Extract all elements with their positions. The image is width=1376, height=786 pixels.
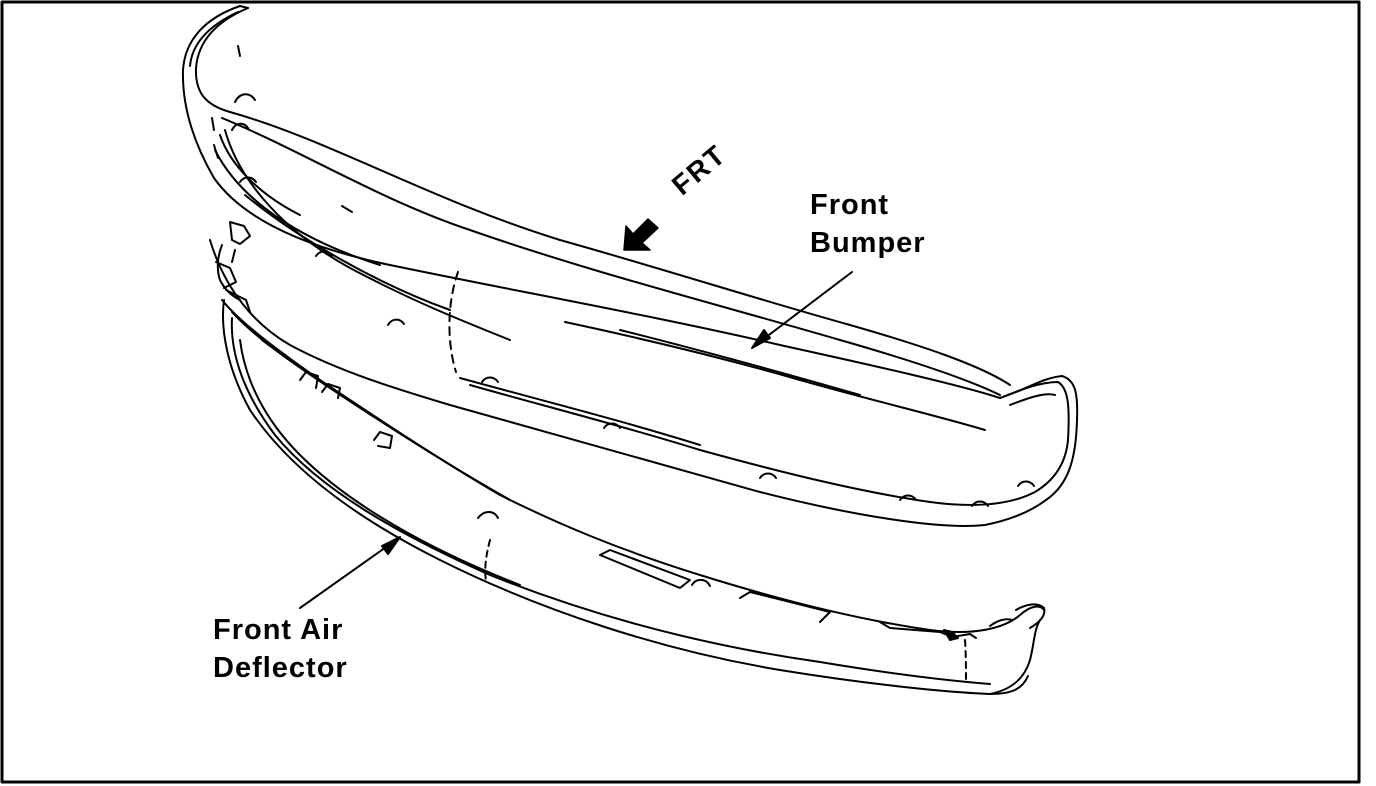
front-air-deflector-drawing xyxy=(215,221,1046,695)
deflector-leader-arrowhead xyxy=(381,536,401,555)
front-air-deflector-label-line-2: Deflector xyxy=(213,652,348,684)
front-air-deflector-label-line-1: Front Air xyxy=(213,614,344,646)
front-bumper-label-line-2: Bumper xyxy=(810,227,926,259)
deflector-leader-line xyxy=(299,539,397,609)
front-air-deflector-label: Front Air Deflector xyxy=(213,611,348,687)
bumper-leader-arrowhead xyxy=(751,329,771,349)
leader-lines xyxy=(299,271,853,609)
front-bumper-label: Front Bumper xyxy=(810,186,926,262)
frt-arrow-icon xyxy=(623,218,659,251)
front-bumper-label-line-1: Front xyxy=(810,189,890,221)
bumper-leader-line xyxy=(756,271,853,345)
front-bumper-drawing xyxy=(181,5,1079,527)
